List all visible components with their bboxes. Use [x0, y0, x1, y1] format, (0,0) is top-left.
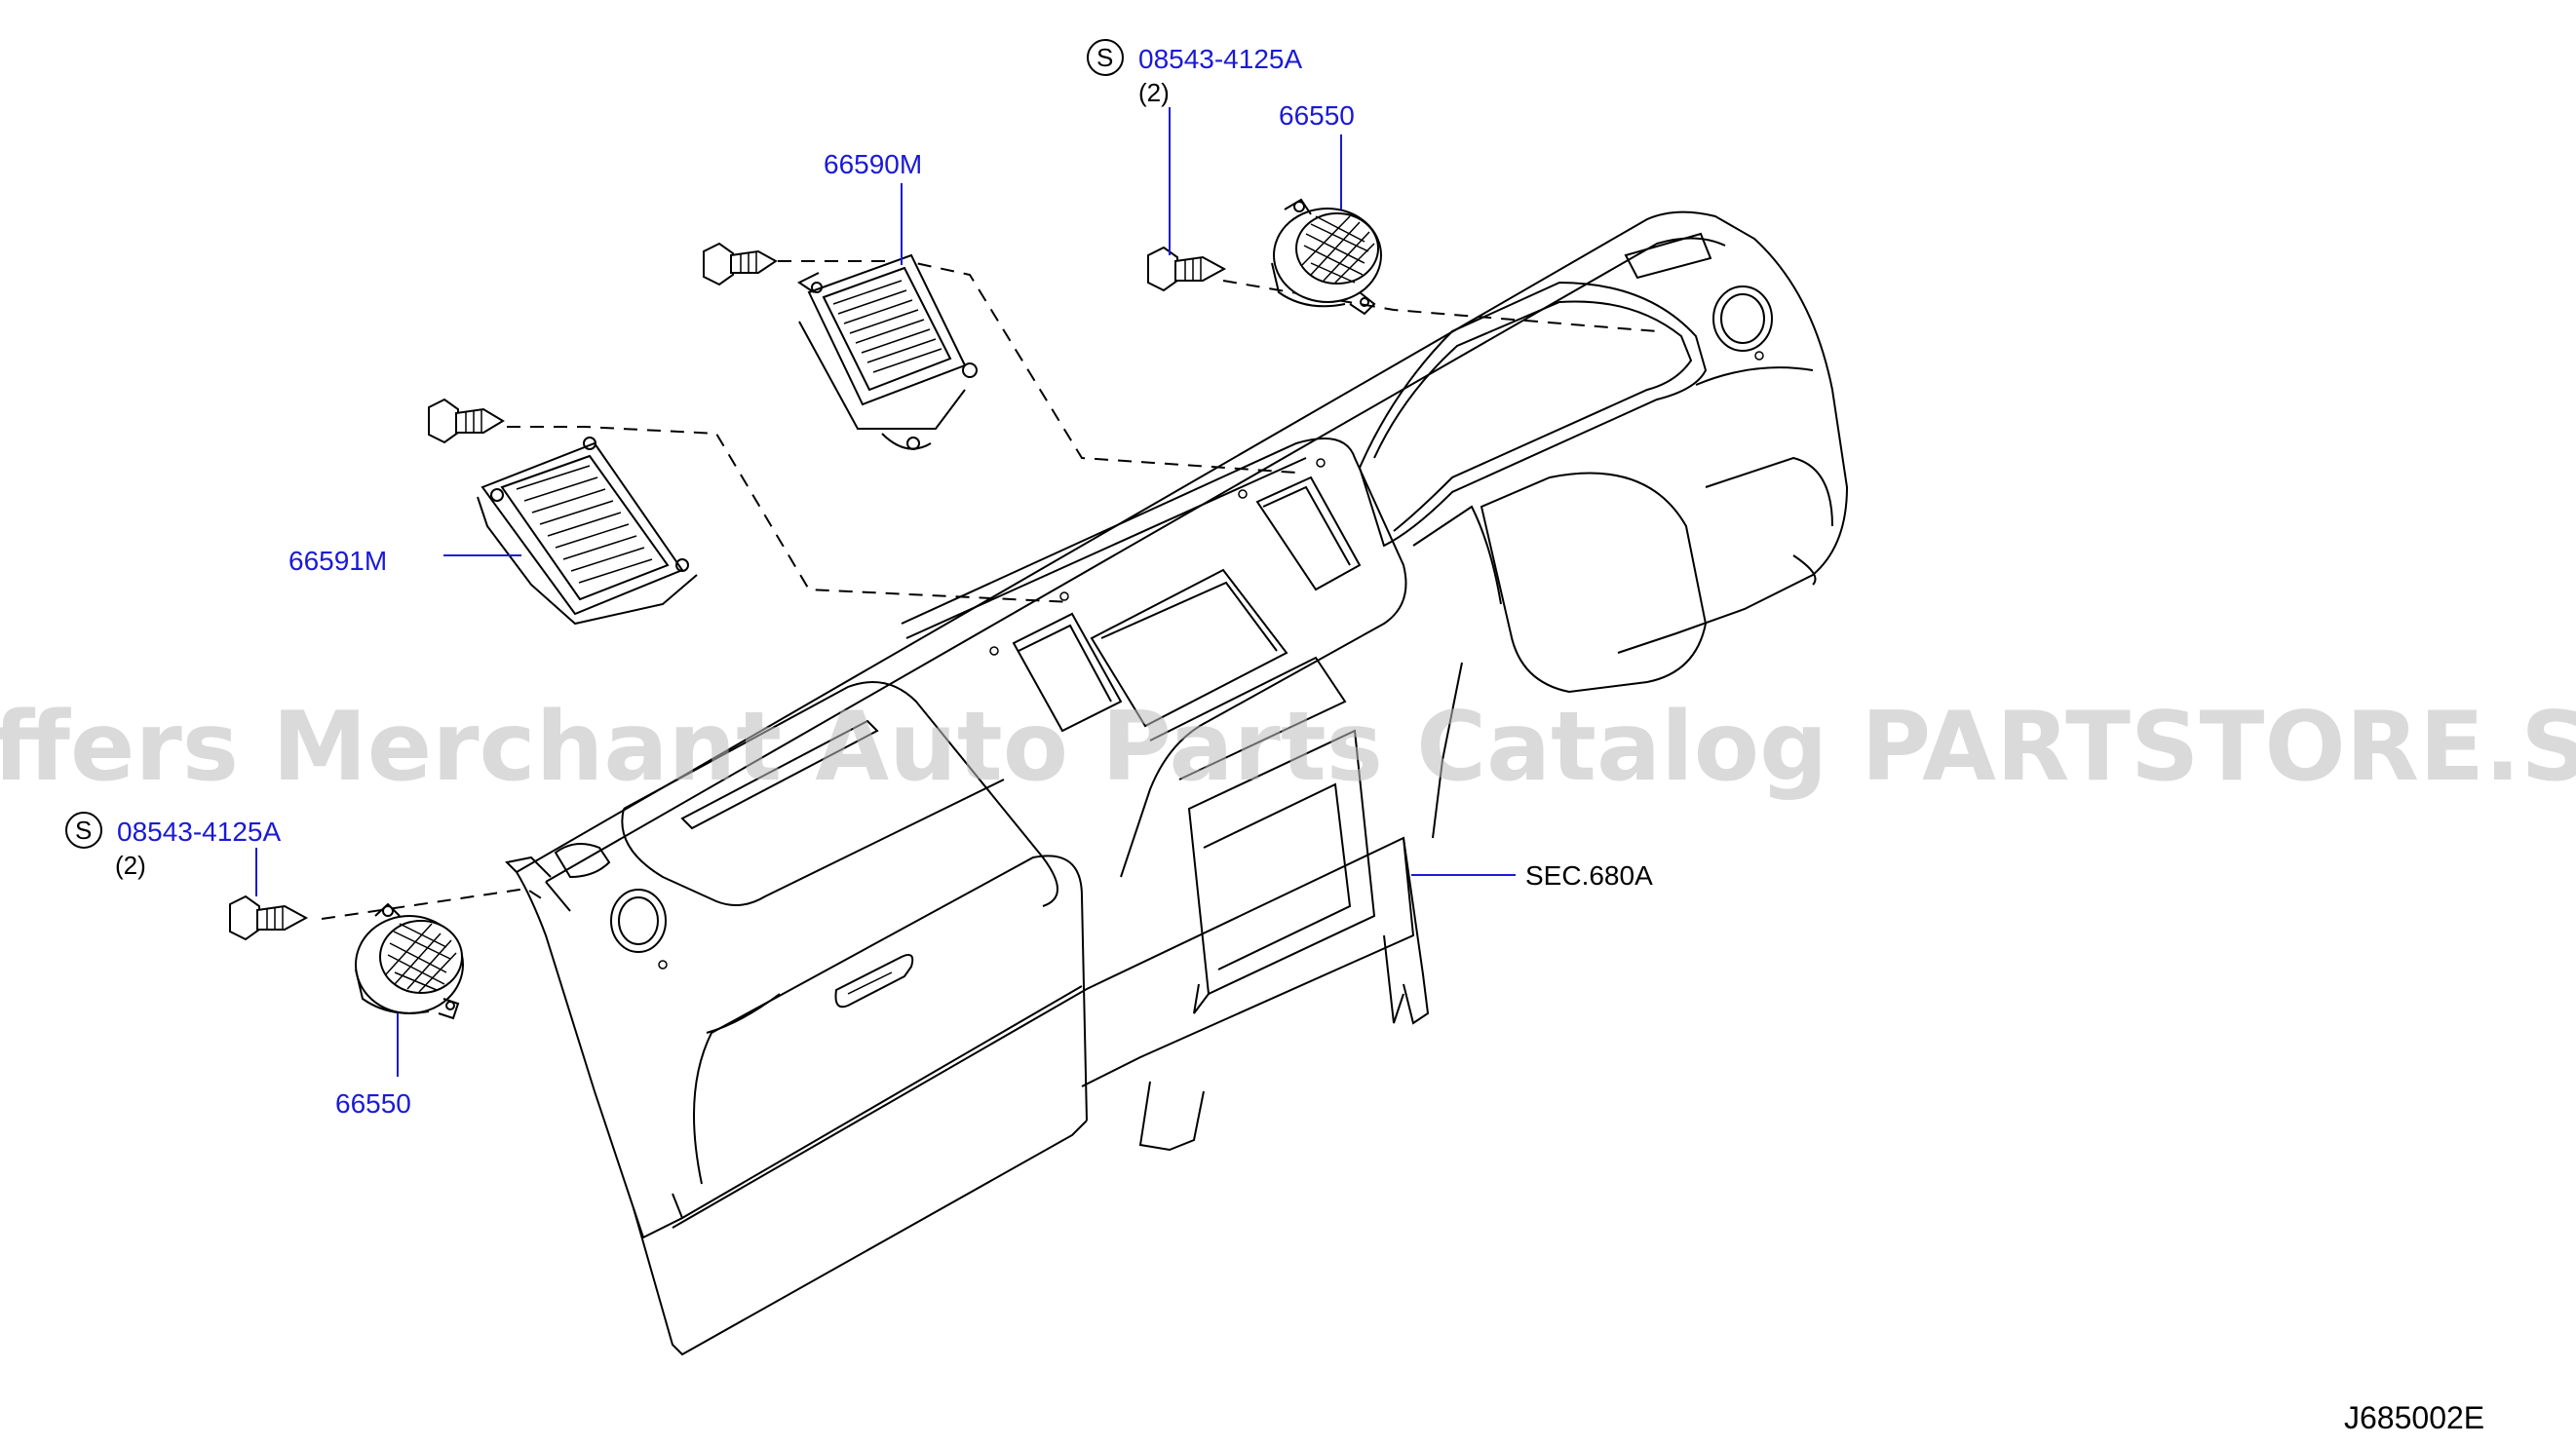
screw-top-symbol: S — [1096, 43, 1113, 72]
callout-screw-left[interactable]: S 08543-4125A (2) — [65, 812, 281, 880]
vent-right-part-number[interactable]: 66550 — [1279, 100, 1355, 131]
screw-left-quantity: (2) — [115, 851, 146, 880]
vent-66590m[interactable] — [797, 253, 978, 450]
screw-right-vent[interactable] — [1147, 246, 1227, 292]
vent-66550-right[interactable] — [1271, 198, 1382, 316]
vent-66550-left[interactable] — [355, 902, 464, 1020]
instrument-panel — [504, 210, 1849, 1356]
screw-side-vent[interactable] — [428, 398, 505, 444]
callout-screw-top[interactable]: S 08543-4125A (2) — [1087, 39, 1302, 107]
s-symbol-icon — [65, 812, 102, 849]
vent-left-part-number[interactable]: 66550 — [335, 1088, 411, 1119]
screw-left-symbol: S — [75, 816, 92, 845]
s-symbol-icon — [1087, 39, 1124, 76]
screw-top-quantity: (2) — [1138, 78, 1170, 107]
leader-lines — [255, 107, 1516, 1077]
section-reference[interactable]: SEC.680A — [1525, 860, 1653, 891]
screw-top-part-number[interactable]: 08543-4125A — [1138, 44, 1302, 74]
watermark: Offers Merchant Auto Parts Catalog PARTS… — [0, 692, 2576, 803]
vent-center-part-number[interactable]: 66590M — [824, 149, 922, 179]
screw-left-part-number[interactable]: 08543-4125A — [117, 817, 281, 847]
diagram-code: J685002E — [2344, 1400, 2484, 1435]
vent-side-part-number[interactable]: 66591M — [288, 546, 387, 576]
vent-66591m[interactable] — [477, 437, 698, 626]
screw-center-vent[interactable] — [703, 242, 778, 286]
assembly-lines — [321, 260, 1658, 920]
screw-left-vent[interactable] — [229, 894, 309, 941]
